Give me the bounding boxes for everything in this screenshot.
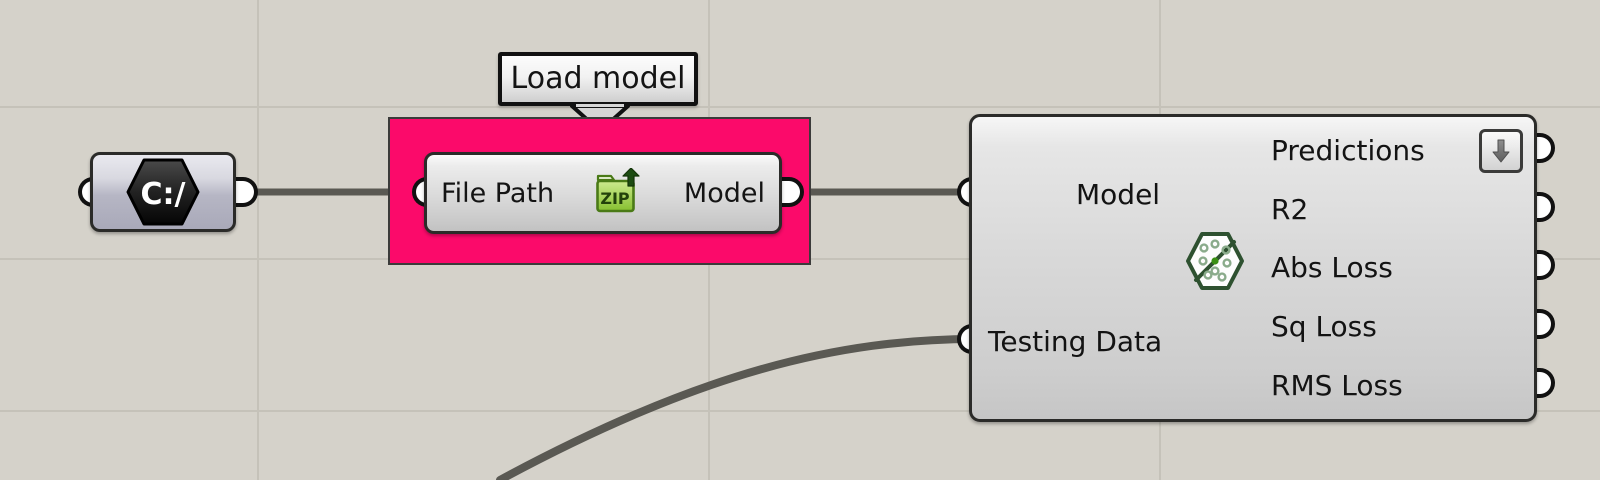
port-eval-rmsloss-output[interactable] [1533, 368, 1555, 398]
tooltip-load-model: Load model [498, 52, 698, 106]
output-label-abs-loss: Abs Loss [1271, 251, 1393, 284]
svg-text:ZIP: ZIP [600, 189, 630, 208]
down-arrow-icon [1492, 139, 1510, 163]
wire-testingdata-curve [496, 335, 980, 480]
tooltip-label: Load model [510, 61, 686, 96]
port-eval-absloss-output[interactable] [1533, 250, 1555, 280]
output-label-rms-loss: RMS Loss [1271, 369, 1403, 402]
output-label-model: Model [683, 177, 765, 209]
zip-folder-upload-icon: ZIP [596, 168, 640, 213]
svg-text:C:/: C:/ [141, 177, 186, 212]
port-eval-sqloss-output[interactable] [1533, 309, 1555, 339]
port-filepath-output[interactable] [236, 177, 258, 207]
node-load-model-component[interactable]: File Path ZIP Model [424, 152, 782, 234]
port-loadmodel-model-output[interactable] [782, 177, 804, 207]
c-drive-hexagon-icon: C:/ [126, 158, 200, 226]
node-file-path-param[interactable]: C:/ [90, 152, 236, 232]
port-eval-r2-output[interactable] [1533, 192, 1555, 222]
output-label-r2: R2 [1271, 193, 1309, 226]
output-label-sq-loss: Sq Loss [1271, 310, 1377, 343]
input-label-testing-data: Testing Data [988, 325, 1163, 358]
input-label-file-path: File Path [441, 177, 555, 209]
port-eval-predictions-output[interactable] [1533, 133, 1555, 163]
owl-ml-hexagon-icon [1186, 232, 1244, 290]
input-label-model: Model [1076, 178, 1161, 211]
output-label-predictions: Predictions [1271, 134, 1425, 167]
node-model-evaluator-component[interactable]: Model Testing Data Predictions R2 Abs Lo… [969, 114, 1537, 422]
flatten-button[interactable] [1479, 129, 1523, 173]
